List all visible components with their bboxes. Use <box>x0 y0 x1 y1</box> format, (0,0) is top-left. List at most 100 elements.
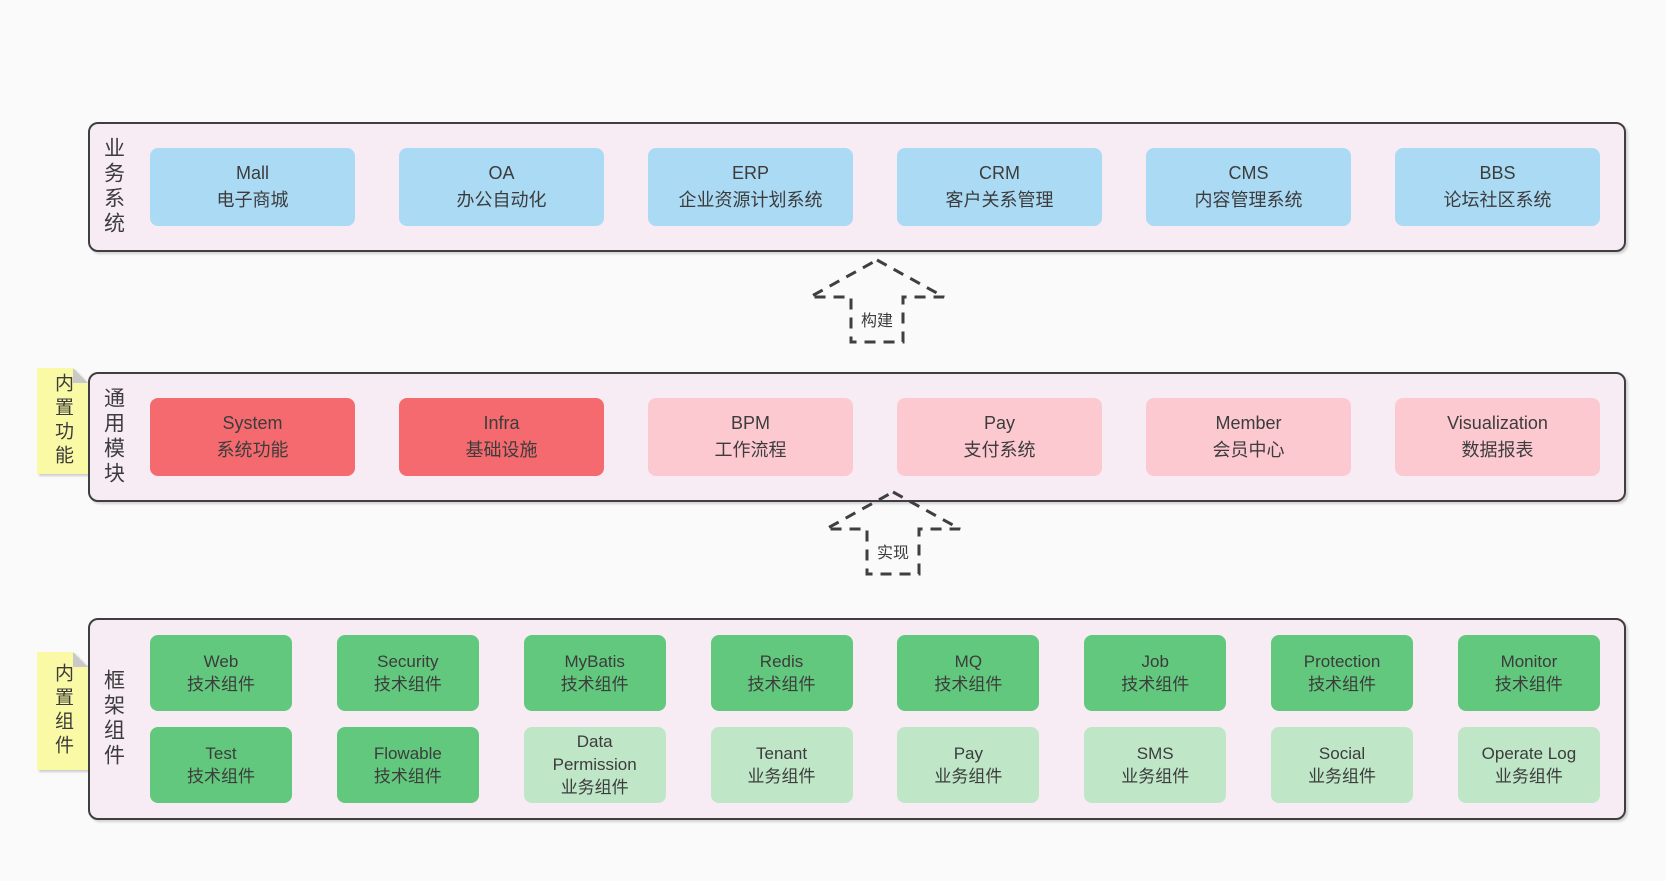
build-arrow: 构建 <box>807 257 947 345</box>
module-box-pay: Pay 业务组件 <box>897 726 1040 803</box>
module-box-flowable: Flowable 技术组件 <box>336 726 479 803</box>
box-subtitle: 技术组件 <box>1494 675 1563 695</box>
box-subtitle: 内容管理系统 <box>1194 190 1303 210</box>
box-title: BPM <box>730 413 770 433</box>
band-label: 通用模块 <box>90 374 136 500</box>
module-box-system: System 系统功能 <box>150 398 355 476</box>
module-box-operate-log: Operate Log 业务组件 <box>1457 726 1600 803</box>
sticky-note-builtin-components: 内置组件 <box>37 652 88 770</box>
module-box-data-permission: Data Permission 业务组件 <box>523 726 666 803</box>
box-title: Web <box>203 652 239 672</box>
module-box-test: Test 技术组件 <box>150 726 292 803</box>
module-box-visualization: Visualization 数据报表 <box>1395 398 1600 476</box>
box-subtitle: 技术组件 <box>747 675 816 695</box>
module-box-sms: SMS 业务组件 <box>1084 726 1227 803</box>
box-subtitle: 数据报表 <box>1461 440 1534 460</box>
box-subtitle: 技术组件 <box>187 675 255 695</box>
box-title: ERP <box>731 163 769 183</box>
box-title: Redis <box>759 652 804 672</box>
module-box-mall: Mall 电子商城 <box>150 148 355 226</box>
arrow-label: 实现 <box>873 539 913 563</box>
box-title: Social <box>1318 743 1366 763</box>
module-box-erp: ERP 企业资源计划系统 <box>648 148 853 226</box>
box-subtitle: 会员中心 <box>1212 440 1285 460</box>
module-box-job: Job 技术组件 <box>1084 635 1227 712</box>
box-subtitle: 业务组件 <box>1121 766 1190 786</box>
box-title: Monitor <box>1500 652 1558 672</box>
box-title: CMS <box>1228 163 1269 183</box>
sticky-note-body: 内置功能 <box>37 368 88 474</box>
box-title: Test <box>205 743 237 763</box>
box-subtitle: 业务组件 <box>560 778 629 798</box>
module-box-social: Social 业务组件 <box>1271 726 1414 803</box>
module-box-protection: Protection 技术组件 <box>1271 635 1414 712</box>
box-title: Mall <box>235 163 269 183</box>
module-box-web: Web 技术组件 <box>150 635 292 712</box>
box-subtitle: 技术组件 <box>1308 675 1377 695</box>
box-subtitle: 业务组件 <box>747 766 816 786</box>
box-subtitle: 技术组件 <box>934 675 1003 695</box>
box-subtitle: 系统功能 <box>216 440 289 460</box>
box-subtitle: 基础设施 <box>465 440 538 460</box>
box-title: Pay <box>953 743 984 763</box>
module-box-infra: Infra 基础设施 <box>399 398 604 476</box>
module-box-member: Member 会员中心 <box>1146 398 1351 476</box>
box-subtitle: 技术组件 <box>373 766 442 786</box>
band-label-text: 通用模块 <box>101 387 125 487</box>
module-box-redis: Redis 技术组件 <box>710 635 853 712</box>
box-subtitle: 技术组件 <box>560 675 629 695</box>
box-subtitle: 技术组件 <box>187 766 255 786</box>
box-title: Operate Log <box>1481 743 1577 763</box>
box-subtitle: 业务组件 <box>1308 766 1377 786</box>
module-box-bpm: BPM 工作流程 <box>648 398 853 476</box>
box-subtitle: 电子商城 <box>216 190 289 210</box>
box-title: Job <box>1141 652 1169 672</box>
sticky-note-label: 内置功能 <box>52 373 73 469</box>
folded-corner-icon <box>73 368 88 383</box>
box-title: Data Permission <box>552 732 637 775</box>
box-subtitle: 业务组件 <box>1494 766 1563 786</box>
folded-corner-icon <box>73 652 88 667</box>
band-label: 框架组件 <box>90 620 136 818</box>
box-subtitle: 业务组件 <box>934 766 1003 786</box>
box-title: Visualization <box>1447 413 1548 433</box>
box-title: MyBatis <box>564 652 625 672</box>
band-label-text: 框架组件 <box>101 669 125 769</box>
module-box-monitor: Monitor 技术组件 <box>1457 635 1600 712</box>
implement-arrow: 实现 <box>823 489 963 577</box>
box-title: Flowable <box>373 743 442 763</box>
box-title: Infra <box>483 413 520 433</box>
dashed-up-arrow-icon <box>825 490 961 576</box>
sticky-note-label: 内置组件 <box>52 663 73 759</box>
box-title: MQ <box>954 652 983 672</box>
dashed-up-arrow-icon <box>809 258 945 344</box>
box-title: Member <box>1215 413 1282 433</box>
box-title: Security <box>377 652 439 672</box>
box-title: SMS <box>1136 743 1174 763</box>
box-title: System <box>222 413 283 433</box>
box-title: CRM <box>979 163 1020 183</box>
sticky-note-builtin-features: 内置功能 <box>37 368 88 474</box>
box-title: OA <box>488 163 515 183</box>
band-label-text: 业务系统 <box>101 137 125 237</box>
box-subtitle: 企业资源计划系统 <box>678 190 823 210</box>
box-subtitle: 支付系统 <box>963 440 1036 460</box>
band-label: 业务系统 <box>90 124 136 250</box>
box-subtitle: 工作流程 <box>714 440 787 460</box>
box-title: Protection <box>1303 652 1381 672</box>
sticky-note-body: 内置组件 <box>37 652 88 770</box>
box-subtitle: 技术组件 <box>1121 675 1190 695</box>
